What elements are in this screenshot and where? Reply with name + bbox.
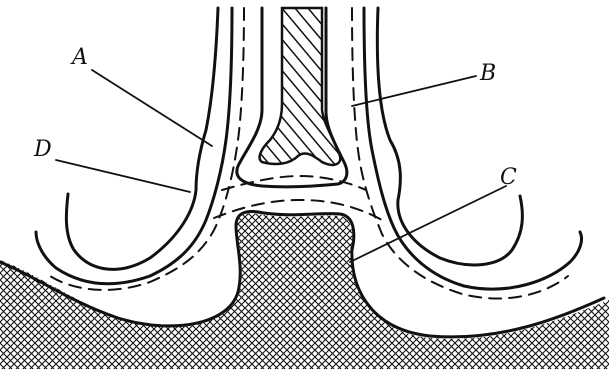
dashed-membrane-right [352,8,568,299]
shaft-right-inner [364,8,582,289]
leader-line-a [92,70,212,146]
label-b: B [479,61,496,86]
leader-line-b [352,76,476,106]
label-a: A [70,45,88,70]
shaft-left-wall [66,8,218,269]
shaft-right-wall [377,8,522,265]
central-core-hatched [260,8,341,165]
label-d: D [33,137,52,162]
label-c: C [500,165,517,190]
leader-line-d [56,160,190,192]
